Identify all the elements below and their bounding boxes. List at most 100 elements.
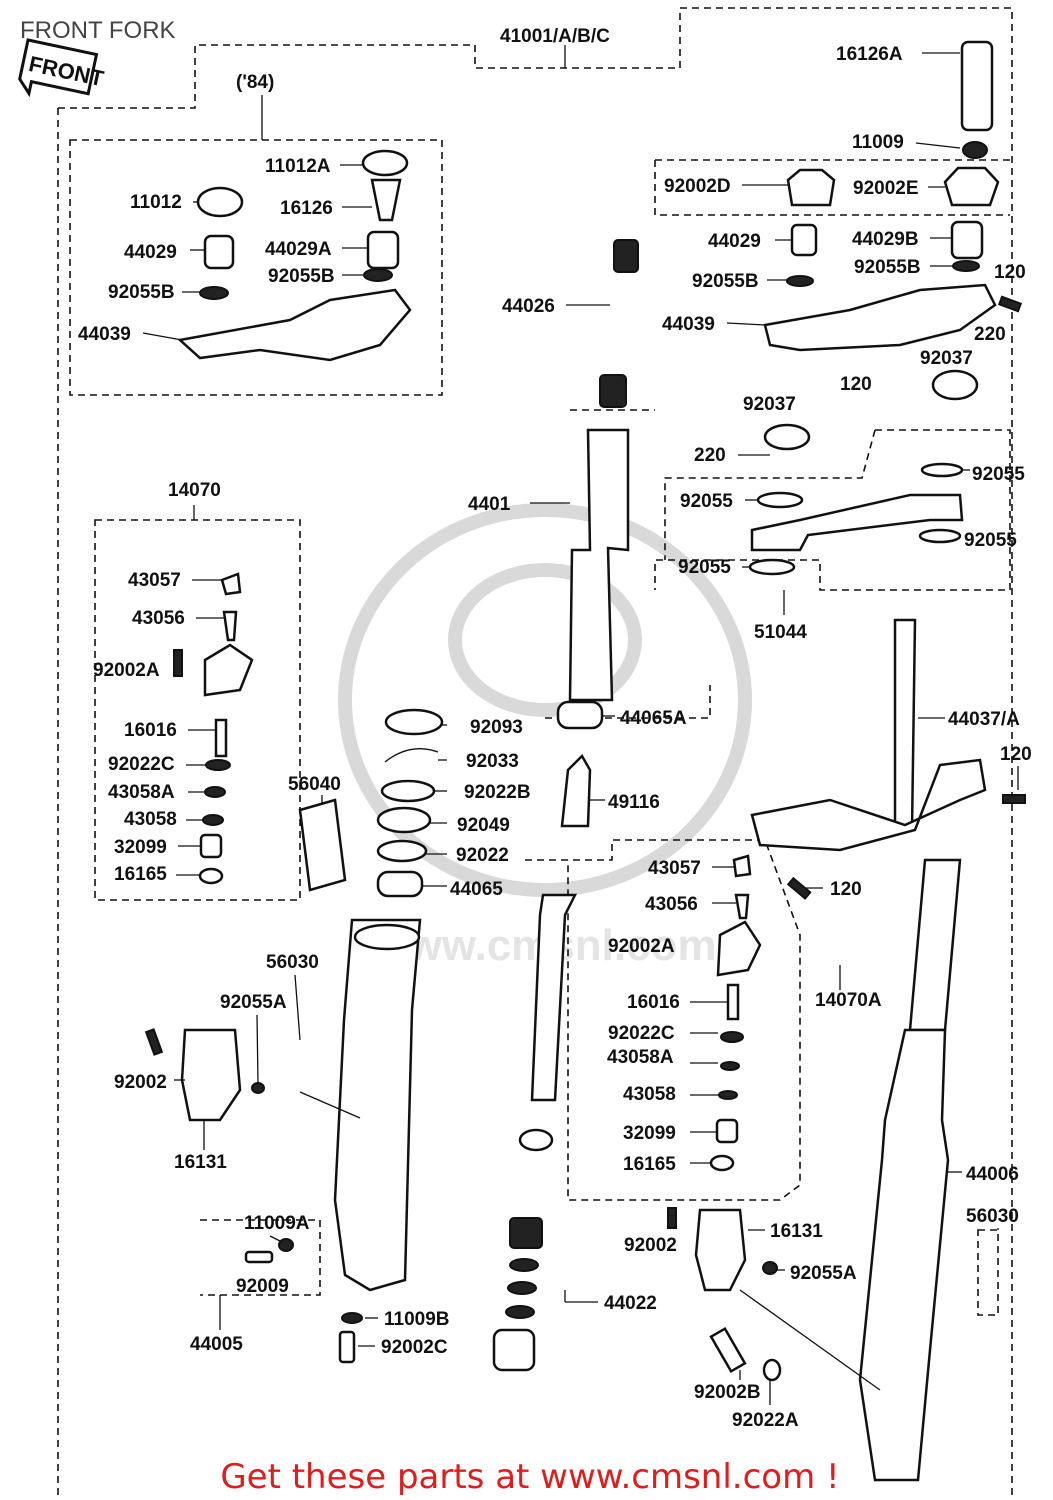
label-44029-right: 44029 <box>708 231 761 252</box>
dust-seal-92093 <box>384 708 444 736</box>
label-44039-left: 44039 <box>78 324 131 345</box>
label-92055-d: 92055 <box>678 557 731 578</box>
label-92049: 92049 <box>457 815 510 836</box>
bushing-44065A <box>556 700 604 730</box>
label-43058A-right: 43058A <box>607 1047 674 1068</box>
nut-92002E <box>943 166 1000 207</box>
piece-rod-bottom <box>518 1128 554 1152</box>
oring-92022C-left <box>205 759 231 771</box>
washer-92055B-right1 <box>786 275 814 287</box>
gasket-56040 <box>298 798 347 892</box>
label-92033: 92033 <box>466 751 519 772</box>
group-boxes <box>57 7 1013 1495</box>
washer-92055A-left <box>251 1082 265 1094</box>
washer-43058A-right <box>720 1061 740 1071</box>
label-49116: 49116 <box>608 792 660 813</box>
bolt-16016-right <box>726 983 740 1021</box>
fork-tube-4401 <box>568 428 630 702</box>
label-43058-left: 43058 <box>124 809 177 830</box>
label-32099-right: 32099 <box>623 1123 676 1144</box>
label-44022: 44022 <box>604 1293 657 1314</box>
bolt-16016-left <box>214 718 228 758</box>
label-92055-c: 92055 <box>964 530 1017 551</box>
washer-92055B-left <box>199 286 229 300</box>
spring-44026-mid <box>599 374 627 408</box>
bolt-120-lower <box>786 876 812 900</box>
valve-49116 <box>560 753 592 828</box>
clamp-92037-left <box>763 423 811 451</box>
label-16126A: 16126A <box>836 44 903 65</box>
bolt-92002-right <box>667 1207 677 1229</box>
label-120-c: 120 <box>1000 744 1032 765</box>
label-16126: 16126 <box>280 198 333 219</box>
label-92037-a: 92037 <box>920 348 973 369</box>
label-16131-right: 16131 <box>770 1221 823 1242</box>
bolt-120-stem <box>1002 794 1026 804</box>
axle-holder-16131-left <box>180 1028 242 1122</box>
seal-92049 <box>376 806 432 834</box>
label-92002B: 92002B <box>694 1382 761 1403</box>
cap-bolt-16126A <box>960 40 994 132</box>
label-92055-b: 92055 <box>680 491 733 512</box>
label-year-note: ('84) <box>236 72 274 93</box>
parts <box>144 40 1026 1482</box>
label-92002-left: 92002 <box>114 1072 167 1093</box>
bolt-92009 <box>244 1250 274 1264</box>
spacer-44022-c <box>505 1305 535 1319</box>
oring-92022B <box>380 779 436 803</box>
piston-44022 <box>492 1328 536 1372</box>
label-14070A: 14070A <box>815 990 882 1011</box>
label-44029B: 44029B <box>852 229 919 250</box>
bolt-16126 <box>370 178 402 222</box>
bolt-92002B <box>709 1326 747 1374</box>
front-arrow-badge: FRONT <box>18 38 106 98</box>
footer-link[interactable]: Get these parts at www.cmsnl.com ! <box>220 1457 839 1497</box>
label-92002A-right: 92002A <box>608 936 675 957</box>
housing-14070-left <box>203 643 254 697</box>
label-11012A: 11012A <box>265 156 331 177</box>
label-56030-left: 56030 <box>266 952 319 973</box>
spacer-44022-a <box>509 1258 539 1272</box>
label-56030-right: 56030 <box>966 1206 1019 1227</box>
outer-tube-44005 <box>333 918 422 1292</box>
label-92022C-left: 92022C <box>108 754 175 775</box>
label-43058A-left: 43058A <box>108 782 175 803</box>
washer-43058-right <box>718 1090 738 1100</box>
label-92002D: 92002D <box>664 176 731 197</box>
label-92022C-right: 92022C <box>608 1023 675 1044</box>
outer-tube-44006 <box>858 1028 950 1482</box>
label-32099-left: 32099 <box>114 837 167 858</box>
label-16165-right: 16165 <box>623 1154 676 1175</box>
label-44029A: 44029A <box>265 239 332 260</box>
label-120-b: 120 <box>840 374 872 395</box>
label-4401: 4401 <box>468 494 511 515</box>
bushing-44029A <box>366 230 400 270</box>
bolt-92002-left <box>144 1028 164 1056</box>
leader-lines <box>142 45 1019 1405</box>
cap-16165-right <box>709 1154 735 1172</box>
handle-plate-51044 <box>750 493 964 552</box>
washer-92055A-right <box>762 1261 778 1275</box>
label-11009B: 11009B <box>384 1309 450 1330</box>
label-92055B-left1: 92055B <box>108 282 175 303</box>
label-120-a: 120 <box>994 262 1026 283</box>
spring-44026-top <box>613 239 639 273</box>
label-44005: 44005 <box>190 1334 243 1355</box>
outer-tube-44005-top <box>353 923 421 951</box>
washer-43058-left <box>202 814 224 826</box>
label-92002E: 92002E <box>853 178 919 199</box>
label-43056-right: 43056 <box>645 894 698 915</box>
label-92055-a: 92055 <box>972 464 1025 485</box>
washer-92055-c <box>918 528 962 544</box>
label-92022A: 92022A <box>732 1410 799 1431</box>
nut-32099-left <box>199 833 223 859</box>
label-16165-left: 16165 <box>114 864 167 885</box>
label-56040: 56040 <box>288 774 341 795</box>
label-43058-right: 43058 <box>623 1084 676 1105</box>
label-43056-left: 43056 <box>132 608 185 629</box>
stem-44037 <box>893 618 917 832</box>
label-92002C: 92002C <box>381 1337 448 1358</box>
label-92022B: 92022B <box>464 782 531 803</box>
bushing-44029-left <box>203 234 235 270</box>
